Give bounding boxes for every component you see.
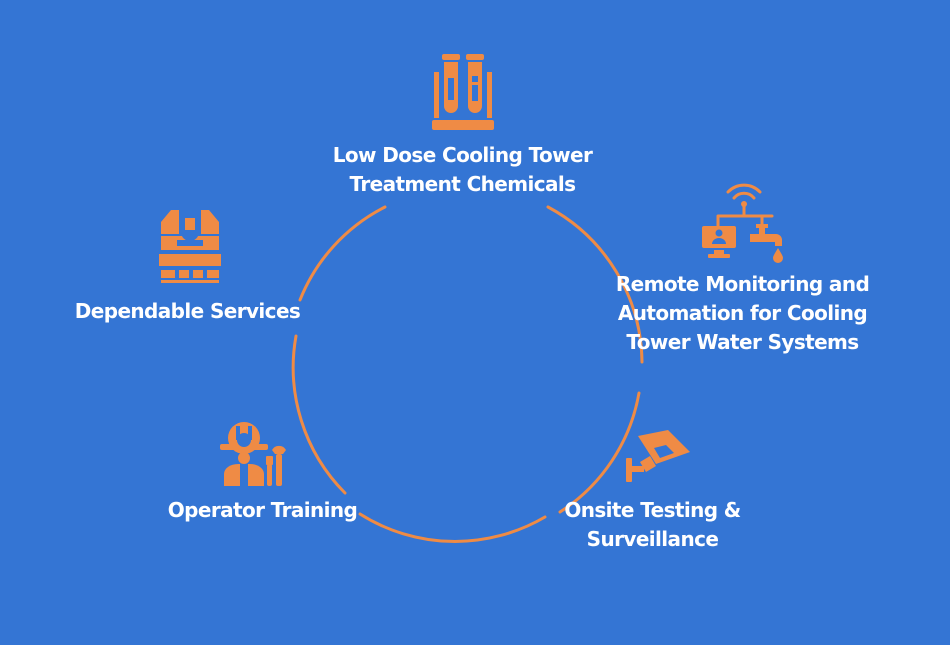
ring-arc-top-left <box>298 205 387 302</box>
node-label-monitoring: Remote Monitoring and Automation for Coo… <box>615 272 870 354</box>
operator-worker-icon <box>220 422 286 486</box>
node-label-testing: Onsite Testing & Surveillance <box>564 498 741 551</box>
node-label-services: Dependable Services <box>74 299 301 323</box>
service-vest-icon <box>159 210 221 283</box>
remote-monitoring-icon <box>702 183 783 263</box>
node-label-training: Operator Training <box>167 498 358 522</box>
surveillance-camera-icon <box>626 430 690 482</box>
ring-arc-top-right <box>546 205 644 364</box>
ring-arc-bottom <box>358 512 547 543</box>
ring-arc-left <box>291 334 347 495</box>
ring-arc-bottom-right <box>558 391 641 514</box>
test-tubes-icon <box>432 54 494 130</box>
node-label-chemicals: Low Dose Cooling Tower Treatment Chemica… <box>332 143 593 196</box>
